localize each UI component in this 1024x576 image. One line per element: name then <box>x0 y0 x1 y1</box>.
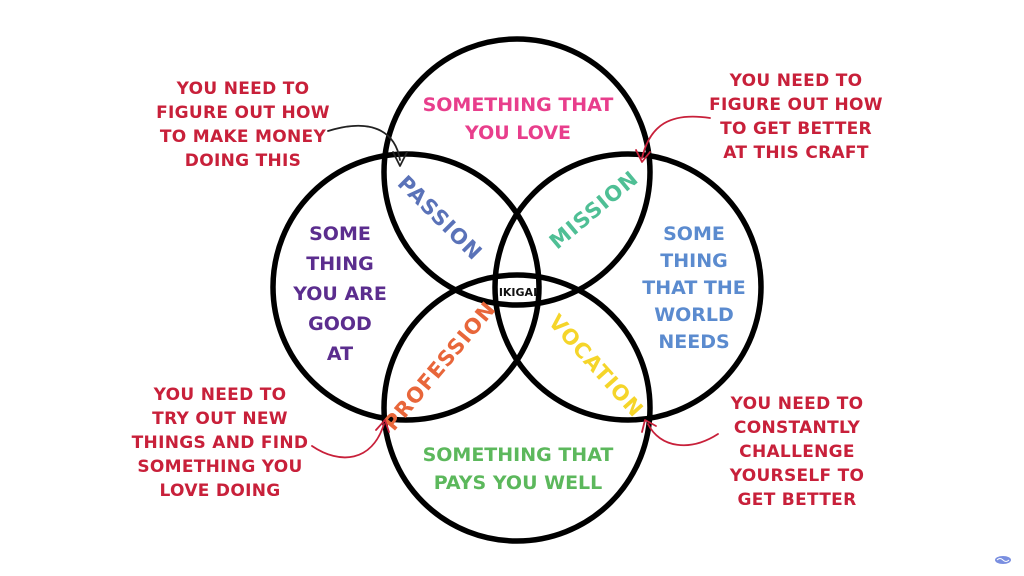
note-line: GET BETTER <box>738 490 857 510</box>
ikigai-label: IKIGAI <box>499 286 537 299</box>
watermark-logo-icon <box>995 556 1011 564</box>
note-line: CONSTANTLY <box>734 418 861 438</box>
circle-pays <box>381 272 653 544</box>
arrow-top-right <box>635 115 711 163</box>
good-at-line: THING <box>306 253 373 275</box>
arrow-bottom-left <box>311 419 390 459</box>
love-line: YOU LOVE <box>464 122 571 144</box>
world-needs-line: THING <box>660 250 727 272</box>
note-line: TRY OUT NEW <box>152 409 288 429</box>
world-needs-line: WORLD <box>654 304 734 326</box>
circle-love <box>381 36 653 308</box>
note-top-left: YOU NEED TO FIGURE OUT HOW TO MAKE MONEY… <box>156 79 330 171</box>
pays-line: SOMETHING THAT <box>423 444 614 466</box>
note-line: FIGURE OUT HOW <box>156 103 330 123</box>
note-line: SOMETHING YOU <box>137 457 302 477</box>
world-needs-label: SOME THING THAT THE WORLD NEEDS <box>642 223 746 353</box>
world-needs-line: THAT THE <box>642 277 746 299</box>
good-at-label: SOME THING YOU ARE GOOD AT <box>292 223 387 365</box>
note-line: YOU NEED TO <box>730 394 864 414</box>
arrow-top-left <box>327 124 408 167</box>
note-line: TO GET BETTER <box>720 119 872 139</box>
good-at-line: SOME <box>309 223 371 245</box>
arrow-bottom-right <box>641 419 719 447</box>
note-line: TO MAKE MONEY <box>160 127 327 147</box>
circle-world-needs <box>492 151 764 423</box>
note-line: CHALLENGE <box>739 442 855 462</box>
note-line: THINGS AND FIND <box>132 433 309 453</box>
note-bottom-right: YOU NEED TO CONSTANTLY CHALLENGE YOURSEL… <box>729 394 865 510</box>
note-bottom-left: YOU NEED TO TRY OUT NEW THINGS AND FIND … <box>132 385 309 501</box>
note-line: FIGURE OUT HOW <box>709 95 883 115</box>
pays-line: PAYS YOU WELL <box>434 472 603 494</box>
world-needs-line: NEEDS <box>658 331 729 353</box>
love-label: SOMETHING THAT YOU LOVE <box>423 94 614 144</box>
note-line: YOU NEED TO <box>176 79 310 99</box>
love-line: SOMETHING THAT <box>423 94 614 116</box>
note-line: DOING THIS <box>185 151 301 171</box>
pays-label: SOMETHING THAT PAYS YOU WELL <box>423 444 614 494</box>
note-line: AT THIS CRAFT <box>723 143 869 163</box>
note-line: LOVE DOING <box>160 481 281 501</box>
note-line: YOU NEED TO <box>153 385 287 405</box>
good-at-line: GOOD <box>308 313 372 335</box>
note-top-right: YOU NEED TO FIGURE OUT HOW TO GET BETTER… <box>709 71 883 163</box>
good-at-line: YOU ARE <box>292 283 387 305</box>
vocation-label: VOCATION <box>544 310 648 422</box>
good-at-line: AT <box>327 343 353 365</box>
note-line: YOU NEED TO <box>729 71 863 91</box>
note-line: YOURSELF TO <box>729 466 865 486</box>
world-needs-line: SOME <box>663 223 725 245</box>
